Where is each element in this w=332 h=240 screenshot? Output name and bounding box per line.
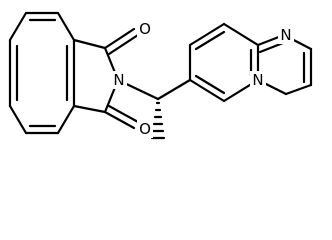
- hashed-wedge-bond: [150, 101, 166, 140]
- atom-n-imidazole-label: N: [280, 26, 291, 44]
- carbonyl-bonds: [103, 27, 140, 130]
- atom-o-top-label: O: [139, 20, 151, 38]
- atom-o-top: O: [137, 20, 153, 38]
- atom-n-imide: N: [111, 71, 127, 89]
- atom-o-bottom-label: O: [139, 120, 151, 138]
- benzene-ring: [8, 11, 76, 135]
- chemical-structure-diagram: O O N N N: [8, 11, 313, 140]
- atom-n-bridgehead-label: N: [252, 71, 263, 89]
- pyridine-ring: [188, 22, 260, 103]
- atom-n-imide-label: N: [113, 71, 124, 89]
- atom-n-imidazole: N: [278, 26, 294, 44]
- atom-n-bridgehead: N: [250, 71, 266, 89]
- atom-o-bottom: O: [137, 120, 153, 138]
- side-chain-bonds: [116, 78, 192, 140]
